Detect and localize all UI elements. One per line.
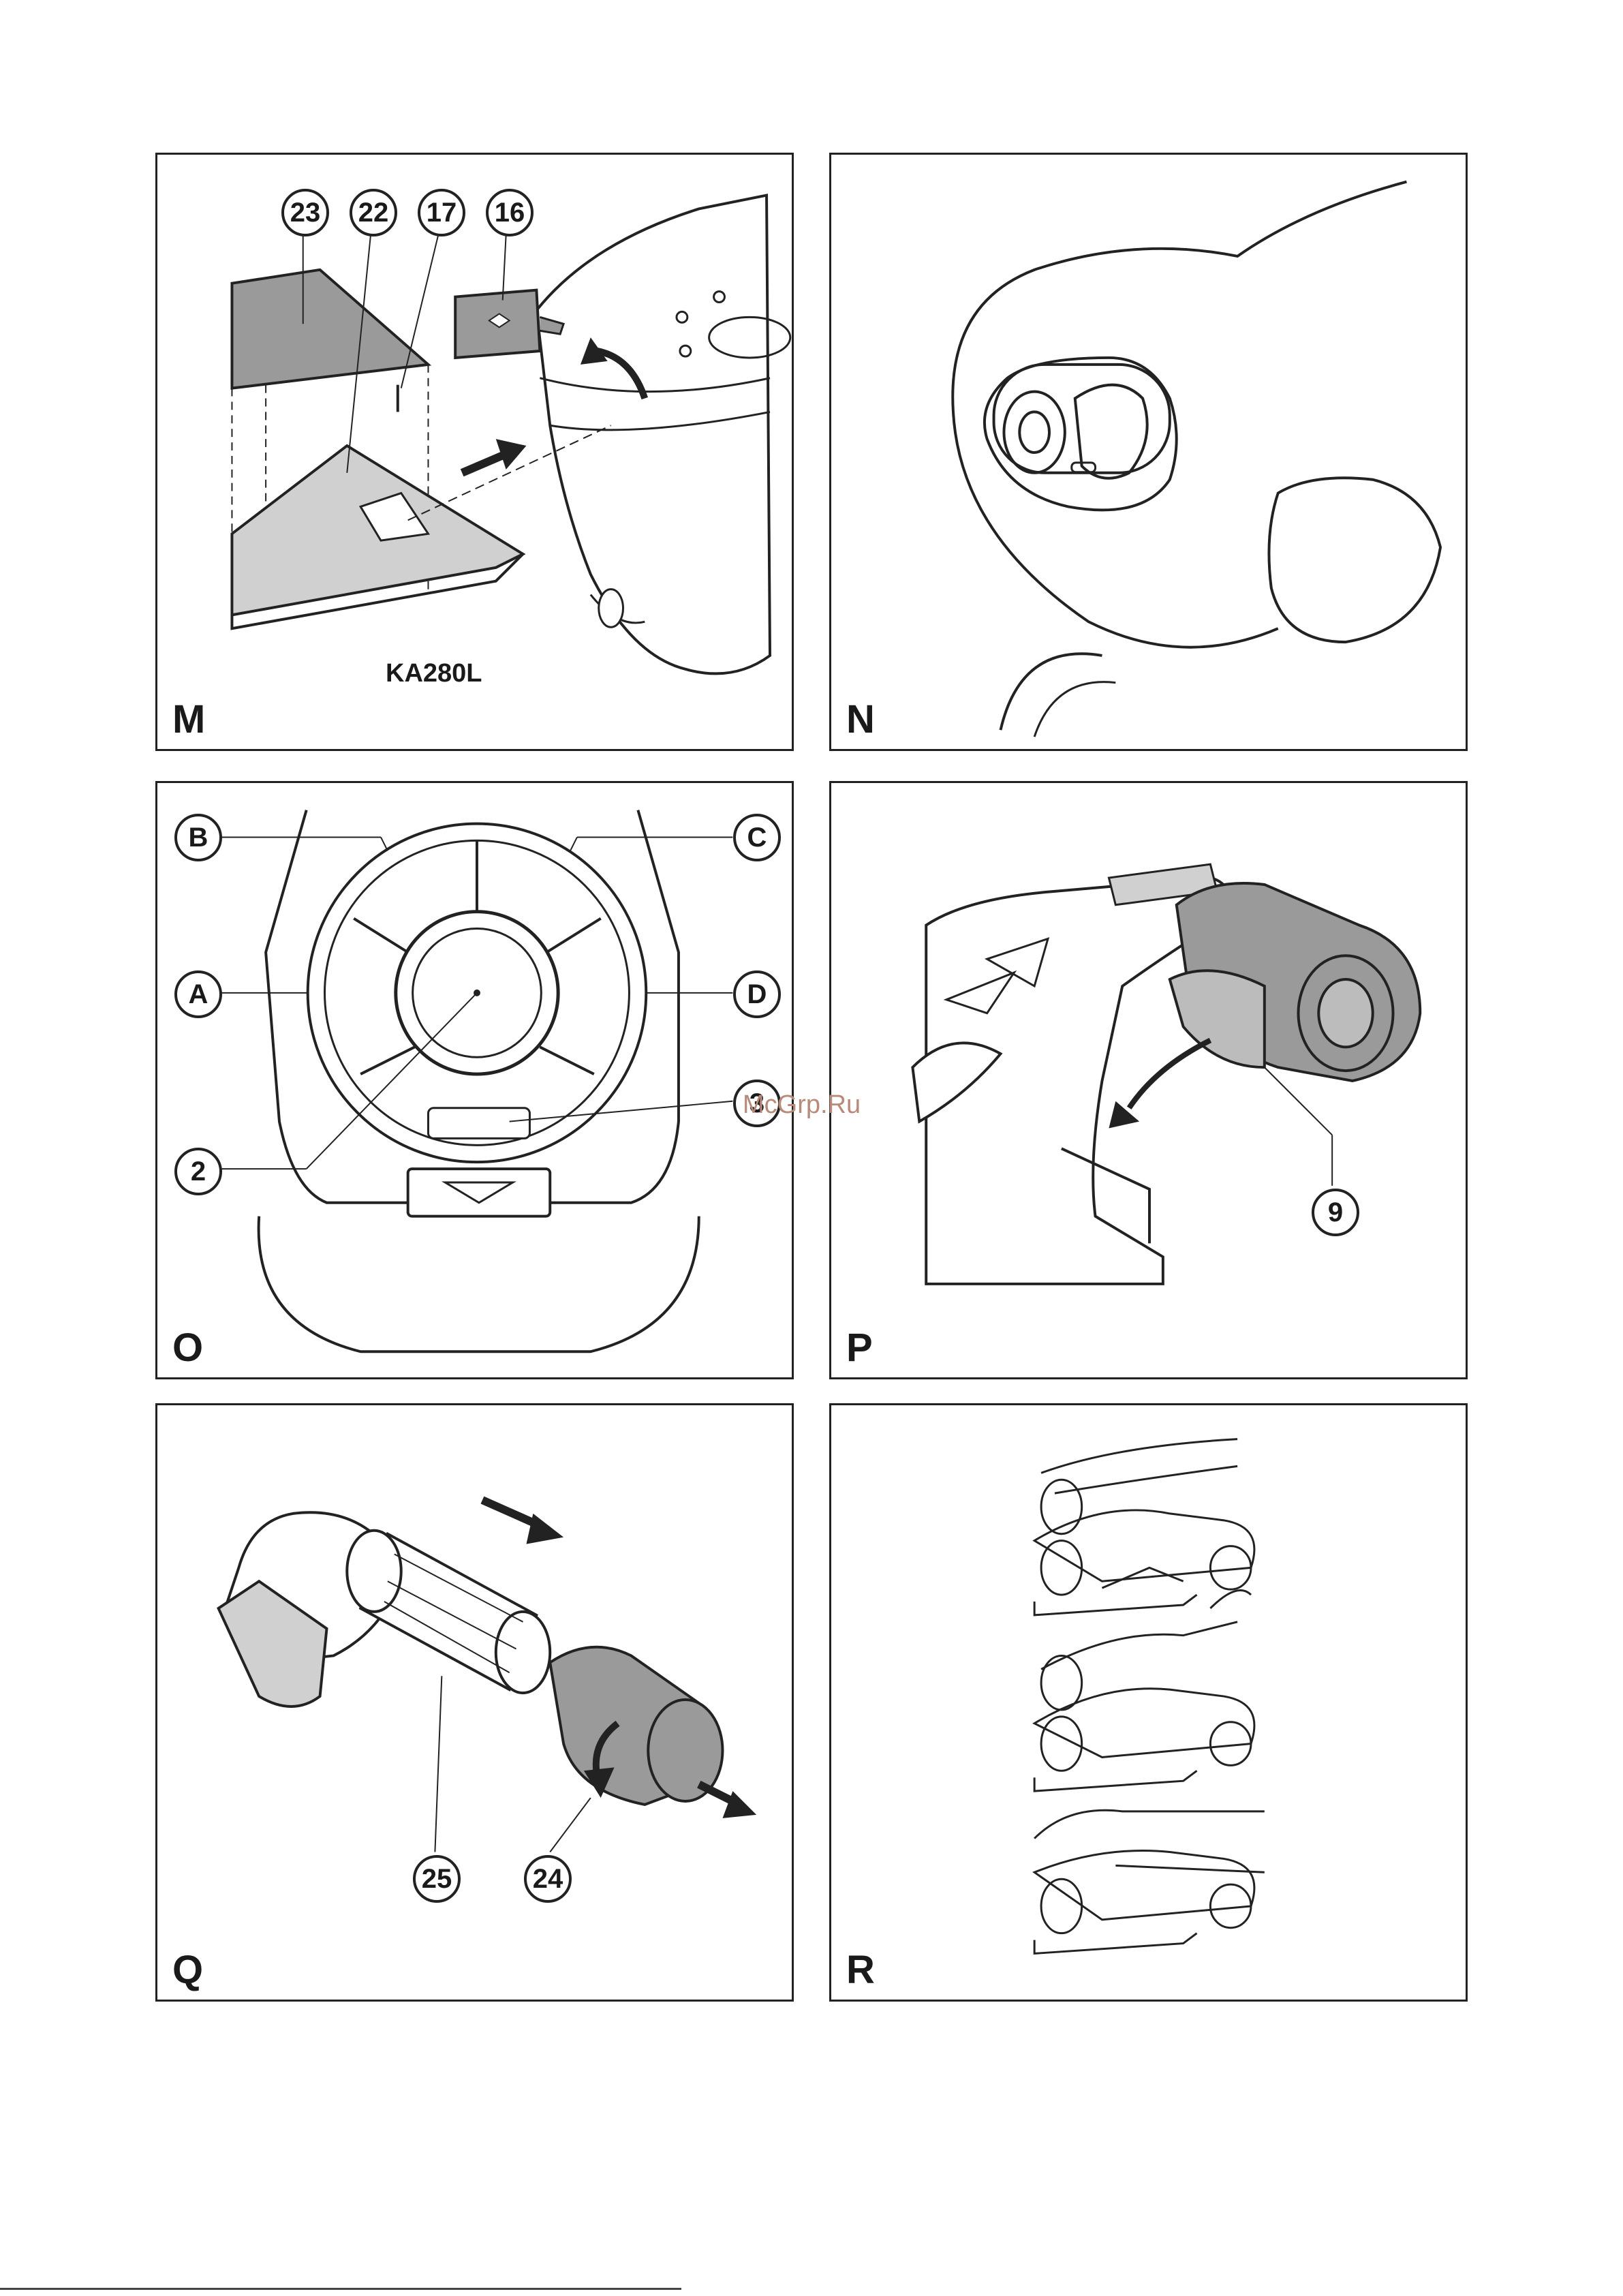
panel-p: 9 P [829, 781, 1468, 1379]
panel-label-n: N [846, 700, 875, 739]
panel-o: B C A D 3 2 O [155, 781, 794, 1379]
callout-d: D [733, 970, 781, 1018]
grip-position-1 [1034, 1439, 1254, 1615]
callout-c: C [733, 814, 781, 861]
panel-label-o: O [172, 1328, 203, 1368]
watermark: McGrp.Ru [743, 1090, 861, 1120]
sander-grip-positions-illustration [831, 1405, 1466, 2000]
callout-25: 25 [413, 1855, 461, 1903]
panel-m: 23 22 17 16 KA280L M [155, 153, 794, 751]
filter-removal-illustration [157, 1405, 792, 2000]
callout-16: 16 [486, 189, 534, 236]
callout-22: 22 [350, 189, 397, 236]
callout-b: B [174, 814, 222, 861]
sanding-base-selector-illustration [157, 783, 792, 1377]
panel-q: 25 24 Q [155, 1403, 794, 2002]
panel-n: N [829, 153, 1468, 751]
grip-position-2 [1034, 1590, 1254, 1791]
callout-23: 23 [281, 189, 329, 236]
panel-label-p: P [846, 1328, 873, 1368]
panel-label-m: M [172, 700, 205, 739]
footer-divider [0, 2288, 681, 2290]
callout-9: 9 [1312, 1189, 1359, 1236]
grip-position-3 [1034, 1810, 1265, 1953]
callout-a: A [174, 970, 222, 1018]
panel-label-r: R [846, 1950, 875, 1990]
switch-closeup-illustration [831, 155, 1466, 749]
callout-2: 2 [174, 1148, 222, 1195]
callout-17: 17 [418, 189, 465, 236]
panel-label-q: Q [172, 1950, 203, 1990]
panel-r: R [829, 1403, 1468, 2002]
model-label: KA280L [386, 659, 482, 688]
dust-container-fitting-illustration [831, 783, 1466, 1377]
callout-24: 24 [524, 1855, 572, 1903]
